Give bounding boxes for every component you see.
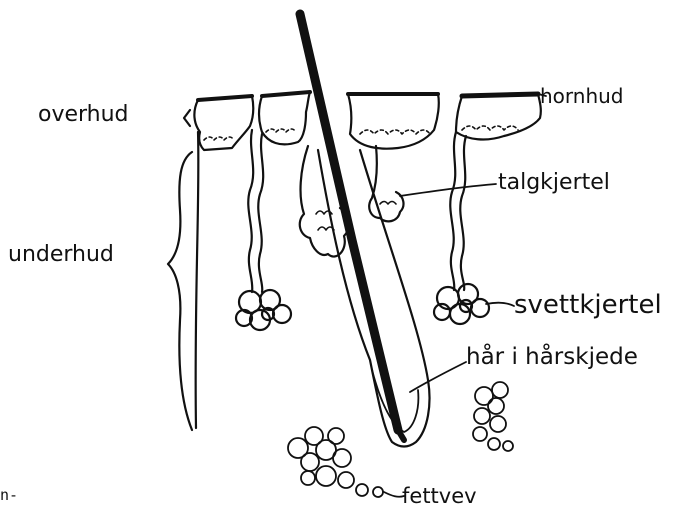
overhud-bracket [184, 110, 190, 126]
leader-haar [410, 362, 466, 392]
label-haar-i-haarskjede: hår i hårskjede [466, 346, 638, 369]
underhud-brace [168, 152, 192, 430]
skin-left-edge [196, 132, 199, 428]
hornhud-layer [198, 92, 538, 100]
overhud-blocks [194, 92, 540, 150]
label-underhud: underhud [8, 244, 114, 266]
label-svettkjertel: svettkjertel [514, 292, 662, 318]
left-sweat-gland [236, 130, 291, 330]
label-overhud: overhud [38, 104, 129, 126]
leader-fettvev [384, 492, 404, 497]
edge-text-fragment: n- [0, 488, 18, 503]
leader-talgkjertel [400, 184, 496, 196]
label-talgkjertel: talgkjertel [498, 172, 610, 194]
right-sweat-gland [434, 132, 489, 324]
label-hornhud: hornhud [540, 86, 624, 106]
label-fettvev: fettvev [402, 486, 477, 507]
leader-svettkjertel [486, 303, 514, 306]
